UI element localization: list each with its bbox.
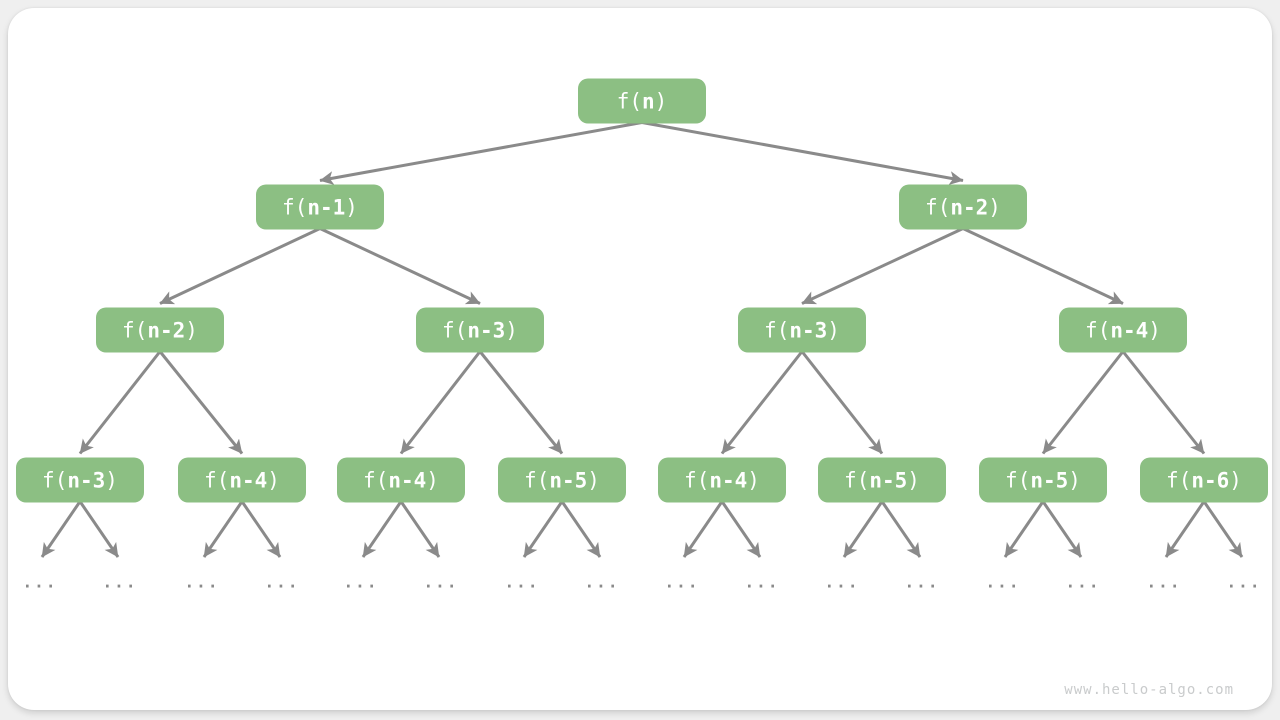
ellipsis-label: ... <box>1146 572 1182 592</box>
tree-node: f(n-4) <box>178 457 306 503</box>
tree-node: f(n) <box>578 78 706 124</box>
ellipsis-label: ... <box>184 572 220 592</box>
tree-node: f(n-3) <box>416 307 544 353</box>
tree-node: f(n-4) <box>658 457 786 503</box>
tree-node: f(n-2) <box>899 184 1027 230</box>
tree-node: f(n-3) <box>738 307 866 353</box>
ellipsis-label: ... <box>102 572 138 592</box>
ellipsis-label: ... <box>343 572 379 592</box>
ellipsis-label: ... <box>744 572 780 592</box>
tree-node: f(n-5) <box>818 457 946 503</box>
ellipsis-label: ... <box>664 572 700 592</box>
ellipsis-label: ... <box>423 572 459 592</box>
tree-node: f(n-4) <box>1059 307 1187 353</box>
tree-node: f(n-4) <box>337 457 465 503</box>
ellipsis-label: ... <box>264 572 300 592</box>
ellipsis-label: ... <box>504 572 540 592</box>
tree-node: f(n-5) <box>498 457 626 503</box>
ellipsis-label: ... <box>824 572 860 592</box>
ellipsis-label: ... <box>22 572 58 592</box>
ellipsis-label: ... <box>1226 572 1262 592</box>
tree-node: f(n-5) <box>979 457 1107 503</box>
ellipsis-label: ... <box>985 572 1021 592</box>
ellipsis-label: ... <box>1065 572 1101 592</box>
watermark: www.hello-algo.com <box>1064 682 1234 698</box>
ellipsis-label: ... <box>904 572 940 592</box>
tree-node: f(n-3) <box>16 457 144 503</box>
ellipsis-label: ... <box>584 572 620 592</box>
tree-node: f(n-2) <box>96 307 224 353</box>
tree-node: f(n-6) <box>1140 457 1268 503</box>
tree-node: f(n-1) <box>256 184 384 230</box>
